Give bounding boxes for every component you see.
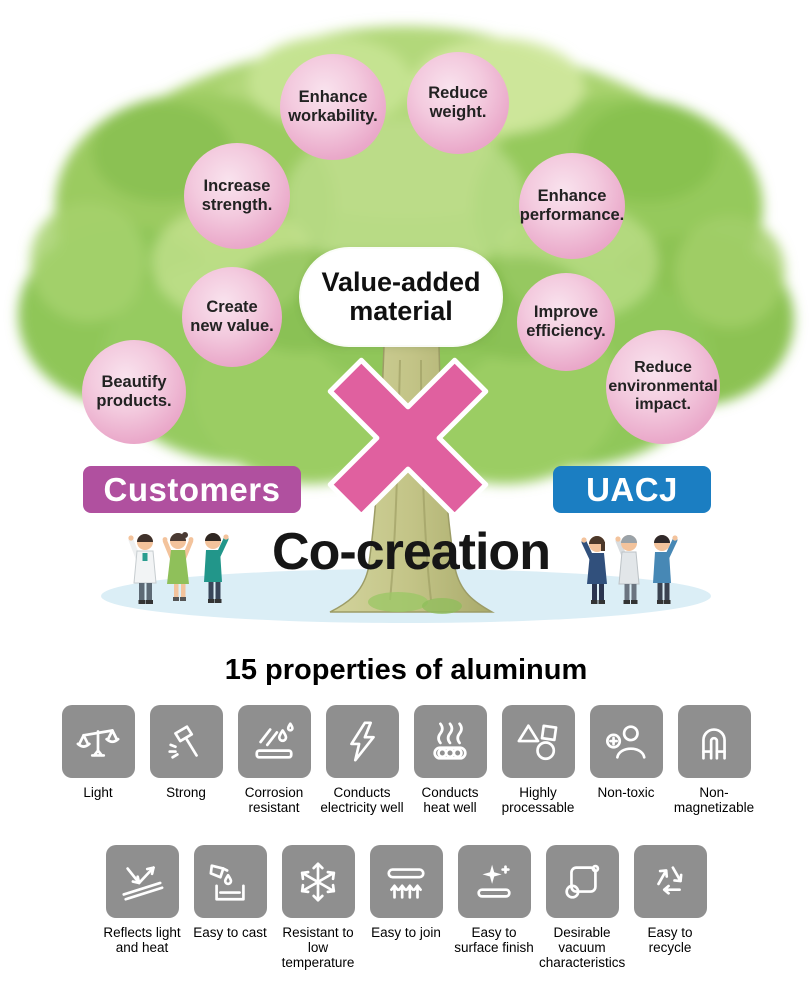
property-tile bbox=[413, 705, 487, 778]
property-highly-processable: Highly processable bbox=[494, 705, 582, 815]
property-tile bbox=[369, 845, 443, 918]
property-label: Highly processable bbox=[501, 785, 575, 816]
multiply-x-mark bbox=[327, 357, 489, 519]
property-conducts-heat: Conducts heat well bbox=[406, 705, 494, 815]
property-label: Non-magnetizable bbox=[673, 785, 755, 816]
property-label: Strong bbox=[166, 785, 206, 800]
property-label: Non-toxic bbox=[597, 785, 655, 800]
uacj-badge: UACJ bbox=[553, 466, 711, 513]
property-light: Light bbox=[54, 705, 142, 815]
co-creation-title: Co-creation bbox=[272, 523, 551, 581]
property-vacuum-characteristics: Desirable vacuum characteristics bbox=[538, 845, 626, 970]
recycle-icon bbox=[647, 859, 693, 905]
join-arrows-icon bbox=[383, 859, 429, 905]
properties-row-1: Light Strong Corrosion resistant Conduct… bbox=[0, 705, 812, 815]
fruit-beautify-products: Beautify products. bbox=[82, 340, 186, 444]
property-label: Corrosion resistant bbox=[244, 785, 304, 816]
property-label: Conducts electricity well bbox=[320, 785, 404, 816]
vacuum-chamber-icon bbox=[559, 859, 605, 905]
property-reflects-light-heat: Reflects light and heat bbox=[98, 845, 186, 970]
hammer-impact-icon bbox=[163, 719, 209, 765]
reflect-arrows-icon bbox=[119, 859, 165, 905]
property-tile bbox=[61, 705, 135, 778]
balance-scale-icon bbox=[75, 719, 121, 765]
property-easy-to-join: Easy to join bbox=[362, 845, 450, 970]
property-label: Easy to surface finish bbox=[454, 925, 534, 956]
fruit-create-new-value: Create new value. bbox=[182, 267, 282, 367]
property-tile bbox=[237, 705, 311, 778]
lightning-icon bbox=[339, 719, 385, 765]
pour-cast-icon bbox=[207, 859, 253, 905]
properties-row-2: Reflects light and heat Easy to cast Res… bbox=[0, 845, 812, 970]
customers-people-illustration bbox=[128, 532, 229, 604]
property-strong: Strong bbox=[142, 705, 230, 815]
snowflake-icon bbox=[295, 859, 341, 905]
customers-badge: Customers bbox=[83, 466, 301, 513]
droplets-surface-icon bbox=[251, 719, 297, 765]
property-label: Reflects light and heat bbox=[103, 925, 181, 956]
property-tile bbox=[677, 705, 751, 778]
property-easy-to-cast: Easy to cast bbox=[186, 845, 274, 970]
property-easy-to-recycle: Easy to recycle bbox=[626, 845, 714, 970]
property-label: Conducts heat well bbox=[421, 785, 479, 816]
property-tile bbox=[589, 705, 663, 778]
property-tile bbox=[457, 845, 531, 918]
magnet-icon bbox=[691, 719, 737, 765]
shapes-icon bbox=[515, 719, 561, 765]
property-tile bbox=[149, 705, 223, 778]
property-label: Easy to cast bbox=[193, 925, 267, 940]
property-tile bbox=[545, 845, 619, 918]
property-label: Easy to join bbox=[371, 925, 441, 940]
property-resistant-low-temperature: Resistant to low temperature bbox=[274, 845, 362, 970]
property-label: Easy to recycle bbox=[647, 925, 693, 956]
fruit-reduce-environmental-impact: Reduce environmental impact. bbox=[606, 330, 720, 444]
property-tile bbox=[193, 845, 267, 918]
fruit-enhance-performance: Enhance performance. bbox=[519, 153, 625, 259]
value-added-material-bubble: Value-added material bbox=[301, 249, 501, 345]
property-tile bbox=[281, 845, 355, 918]
property-easy-surface-finish: Easy to surface finish bbox=[450, 845, 538, 970]
person-health-icon bbox=[603, 719, 649, 765]
property-label: Light bbox=[83, 785, 113, 800]
property-conducts-electricity: Conducts electricity well bbox=[318, 705, 406, 815]
fruit-increase-strength: Increase strength. bbox=[184, 143, 290, 249]
fruit-reduce-weight: Reduce weight. bbox=[407, 52, 509, 154]
property-tile bbox=[105, 845, 179, 918]
property-tile bbox=[325, 705, 399, 778]
property-tile bbox=[501, 705, 575, 778]
property-non-toxic: Non-toxic bbox=[582, 705, 670, 815]
property-label: Desirable vacuum characteristics bbox=[539, 925, 626, 971]
property-non-magnetizable: Non-magnetizable bbox=[670, 705, 758, 815]
sparkle-surface-icon bbox=[471, 859, 517, 905]
uacj-people-illustration bbox=[581, 535, 678, 604]
property-tile bbox=[633, 845, 707, 918]
fruit-improve-efficiency: Improve efficiency. bbox=[517, 273, 615, 371]
heat-waves-icon bbox=[427, 719, 473, 765]
property-label: Resistant to low temperature bbox=[281, 925, 355, 971]
fruit-enhance-workability: Enhance workability. bbox=[280, 54, 386, 160]
properties-section-title: 15 properties of aluminum bbox=[224, 654, 588, 686]
property-corrosion-resistant: Corrosion resistant bbox=[230, 705, 318, 815]
